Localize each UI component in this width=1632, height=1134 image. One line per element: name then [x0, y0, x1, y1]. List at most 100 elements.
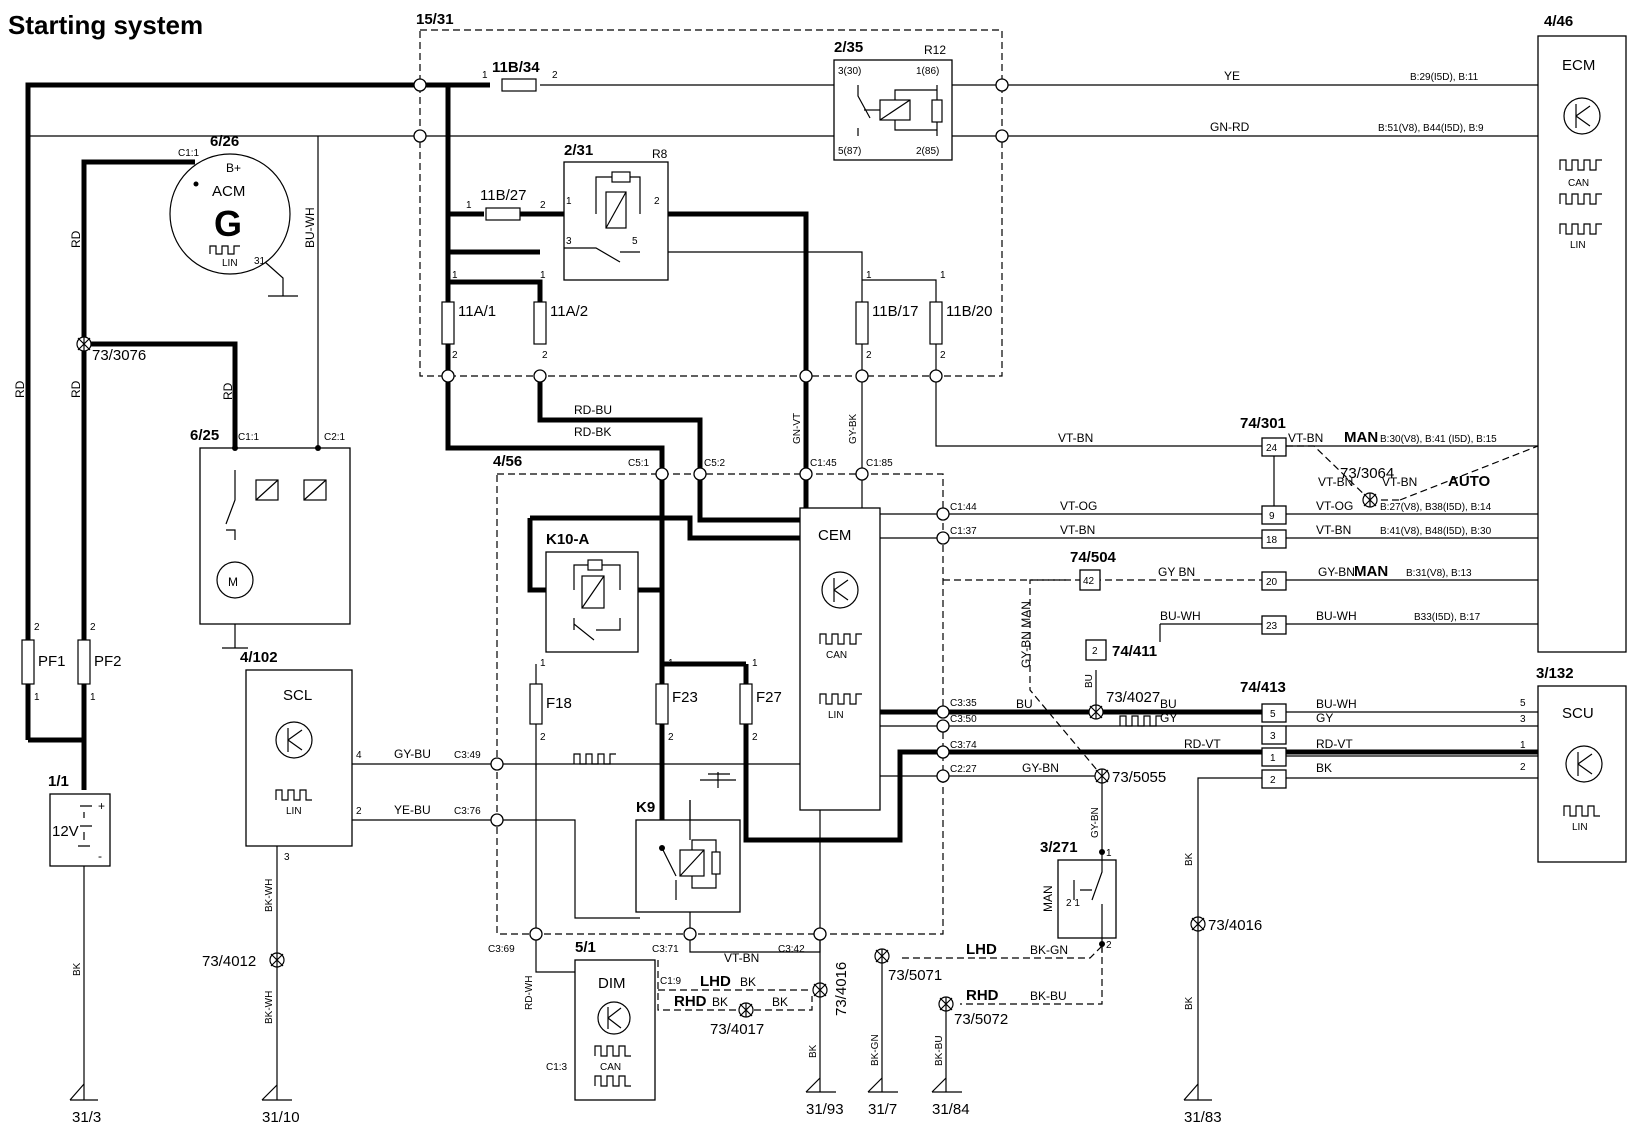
scu-pin5: 5: [1520, 698, 1526, 709]
splice-4012: 73/4012: [202, 953, 256, 970]
wire-gy-bn-man: GY-BN MAN: [1019, 601, 1033, 668]
wire-bk-dim-4: BK: [808, 1044, 819, 1058]
scu-pin3: 3: [1520, 714, 1526, 725]
wire-rd-wh: RD-WH: [524, 976, 535, 1010]
splice-4016-right: 73/4016: [1208, 917, 1262, 934]
wire-vt-bn-1: VT-BN: [1058, 431, 1093, 445]
scl-lin: LIN: [286, 806, 302, 817]
relay-2-31-pin2: 2: [654, 196, 660, 207]
scu-pin1: 1: [1520, 740, 1526, 751]
cem-module-4-56: [496, 473, 944, 935]
dim-name: DIM: [598, 975, 626, 992]
alternator-glyph: G: [214, 203, 242, 244]
wire-bu-wh-2: BU-WH: [1316, 609, 1357, 623]
diagram-title: Starting system: [8, 10, 203, 40]
scl-name: SCL: [283, 687, 312, 704]
ecm-pin-20: B:31(V8), B:13: [1406, 568, 1472, 579]
fuse-11a2-pin2: 2: [542, 350, 548, 361]
fuse-11b34-pin1: 1: [482, 70, 488, 81]
pin-c3-74: C3:74: [950, 740, 977, 751]
connector-74-413-pin3: 3: [1270, 731, 1276, 742]
battery-plus: +: [98, 799, 105, 813]
relay-2-31-ref: R8: [652, 147, 668, 161]
starter-6-25: 6/25 C1:1 C2:1 M: [190, 427, 351, 625]
dashed-wires: [657, 445, 1539, 1011]
fuse-box-15-31: [419, 29, 1003, 377]
relay-2-31-id: 2/31: [564, 142, 593, 159]
relay-2-35-pin86: 1(86): [916, 66, 939, 77]
relay-k9-id: K9: [636, 799, 655, 816]
scu-id: 3/132: [1536, 665, 1574, 682]
scu-pin2: 2: [1520, 762, 1526, 773]
battery-voltage: 12V: [52, 823, 79, 840]
scl-pin3: 3: [284, 852, 290, 863]
wire-vt-bn-6: VT-BN: [1316, 523, 1351, 537]
pin-c2-27: C2:27: [950, 764, 977, 775]
dim-pin1: C1:9: [660, 976, 682, 987]
alternator-pin31: 31: [254, 256, 266, 267]
fuse-11b17-pin1: 1: [866, 270, 872, 281]
connector-74-301-pin24: 24: [1266, 443, 1278, 454]
wire-vt-og-2: VT-OG: [1316, 499, 1353, 513]
cem-can: CAN: [826, 650, 847, 661]
battery-id: 1/1: [48, 773, 69, 790]
relay-2-35-ref: R12: [924, 43, 946, 57]
wire-bk-batt: BK: [72, 962, 83, 976]
fuse-pf2-pin2: 2: [90, 622, 96, 633]
wire-labels: YE GN-RD BU-WH RD RD RD RD RD-BU RD-BK G…: [13, 69, 1417, 1066]
junction-nodes: [232, 78, 1105, 947]
wire-gy-bn-1: GY BN: [1158, 565, 1195, 579]
wire-bk-bu-2: BK-BU: [1030, 989, 1067, 1003]
fuse-f18-pin2: 2: [540, 732, 546, 743]
relay-2-35-pin87: 5(87): [838, 146, 861, 157]
connector-74-301: 74/301 24 9 18 20 23: [1240, 415, 1287, 635]
relay-2-31-pin1: 1: [566, 196, 572, 207]
wire-bk-1: BK: [1316, 761, 1332, 775]
splice-4016-dim: 73/4016: [833, 962, 850, 1016]
fuse-11b27-pin1: 1: [466, 200, 472, 211]
wire-rd-vt-2: RD-VT: [1316, 737, 1353, 751]
wire-bu-wh-3: BU-WH: [1316, 697, 1357, 711]
connector-74-301-pin9: 9: [1269, 511, 1275, 522]
ground-31-3: 31/3: [72, 1109, 101, 1126]
connector-74-413-pin2: 2: [1270, 775, 1276, 786]
connector-74-301-pin20: 20: [1266, 577, 1278, 588]
ecm-lin-label: LIN: [1570, 240, 1586, 251]
wire-bk-3: BK: [1184, 996, 1195, 1010]
ecm-pin-18: B:41(V8), B48(I5D), B:30: [1380, 526, 1492, 537]
connector-pin-labels: C5:1 C5:2 C1:45 C1:85 C1:44 C1:37 C3:35 …: [454, 458, 977, 955]
dim-can: CAN: [600, 1062, 621, 1073]
wire-gy-1: GY: [1160, 711, 1177, 725]
fuse-11a1-pin1: 1: [452, 270, 458, 281]
wire-rd-bu: RD-BU: [574, 403, 612, 417]
pin-c1-37: C1:37: [950, 526, 977, 537]
connector-74-411: 2 74/411: [1085, 639, 1157, 661]
wire-bk-dim-1: BK: [740, 975, 756, 989]
fuse-11a1-label: 11A/1: [458, 303, 496, 320]
fuse-f18-pin1: 1: [540, 658, 546, 669]
man-switch-label: MAN: [1041, 885, 1055, 912]
wire-rd-2: RD: [13, 380, 27, 398]
battery-1-1: 1/1 12V + -: [48, 773, 111, 867]
connector-74-504-pin: 42: [1083, 576, 1095, 587]
wire-gn-vt: GN-VT: [792, 413, 803, 444]
fuse-f27-pin2: 2: [752, 732, 758, 743]
scu-lin: LIN: [1572, 822, 1588, 833]
wire-bu-wh-1: BU-WH: [1160, 609, 1201, 623]
option-labels: MAN AUTO MAN LHD RHD LHD RHD: [674, 429, 1491, 1010]
wire-gy-bn-4: GY-BN: [1090, 807, 1101, 838]
wire-rd-vt-1: RD-VT: [1184, 737, 1221, 751]
fuse-11b27-pin2: 2: [540, 200, 546, 211]
relay-k10a: K10-A: [545, 531, 639, 653]
wire-rd-4: RD: [221, 382, 235, 400]
alternator-lin: LIN: [222, 258, 238, 269]
splices: 73/3076 73/3064 73/4027 73/5055 73/4016 …: [76, 336, 1394, 1038]
splice-3076: 73/3076: [92, 347, 146, 364]
fuse-11a2-label: 11A/2: [550, 303, 588, 320]
relay-2-35-id: 2/35: [834, 39, 863, 56]
relay-k10a-id: K10-A: [546, 531, 590, 548]
ecm-name: ECM: [1562, 57, 1595, 74]
dim-pin2: C1:3: [546, 1062, 568, 1073]
man-switch-id: 3/271: [1040, 839, 1078, 856]
